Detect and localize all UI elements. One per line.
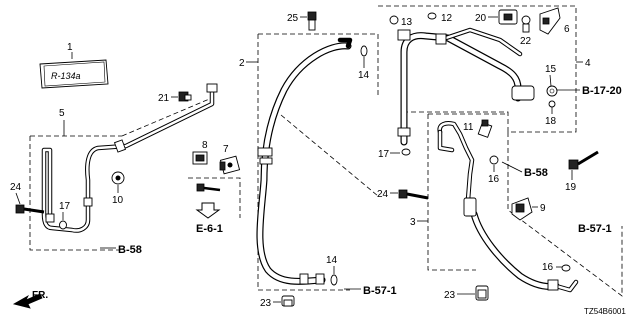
callout-23-right: 23 bbox=[444, 290, 456, 301]
bolt-24-right bbox=[398, 189, 429, 200]
bolt-e61 bbox=[196, 183, 221, 192]
label-sticker: R-134a bbox=[39, 52, 109, 89]
callout-9: 9 bbox=[540, 203, 546, 214]
callout-17-right: 17 bbox=[378, 149, 390, 160]
oring-17-right bbox=[401, 148, 411, 156]
front-direction-arrow bbox=[12, 293, 43, 309]
group-box-5 bbox=[29, 96, 215, 251]
oring-16-top bbox=[489, 155, 499, 165]
callout-24-left: 24 bbox=[10, 182, 22, 193]
callout-19: 19 bbox=[565, 182, 577, 193]
callout-18: 18 bbox=[545, 116, 557, 127]
callout-25: 25 bbox=[287, 13, 299, 24]
callout-24-right: 24 bbox=[377, 189, 389, 200]
callout-10: 10 bbox=[112, 195, 124, 206]
callout-14-bottom: 14 bbox=[326, 255, 338, 266]
group-box-7 bbox=[188, 177, 241, 218]
callout-8: 8 bbox=[202, 140, 208, 151]
ref-b1720: B-17-20 bbox=[582, 85, 622, 97]
callout-11: 11 bbox=[463, 122, 474, 133]
callout-14-top: 14 bbox=[358, 70, 370, 81]
callout-6: 6 bbox=[564, 24, 570, 35]
oring-15 bbox=[546, 85, 558, 97]
callout-23-center: 23 bbox=[260, 298, 272, 309]
callout-4: 4 bbox=[585, 58, 591, 69]
ref-b571-right: B-57-1 bbox=[578, 223, 612, 235]
clamp-6 bbox=[539, 7, 561, 35]
ref-b571-center: B-57-1 bbox=[363, 285, 397, 297]
grommet-23-center bbox=[281, 295, 295, 307]
callout-12: 12 bbox=[441, 13, 453, 24]
group-box-3 bbox=[427, 113, 623, 297]
bolt-25 bbox=[307, 11, 317, 31]
oring-14-bottom bbox=[330, 274, 338, 286]
ref-b58-left: B-58 bbox=[118, 244, 142, 256]
oring-17-left bbox=[59, 220, 67, 230]
callout-16-top: 16 bbox=[488, 174, 500, 185]
oring-14-top bbox=[360, 45, 368, 57]
ref-b58-right: B-58 bbox=[524, 167, 548, 179]
clip-8 bbox=[192, 151, 208, 165]
label-sticker-text: R-134a bbox=[51, 71, 81, 81]
callout-15: 15 bbox=[545, 64, 557, 75]
callout-22: 22 bbox=[520, 36, 532, 47]
pipe-4 bbox=[397, 27, 535, 146]
clamp-9 bbox=[511, 197, 533, 221]
clip-7 bbox=[219, 155, 241, 175]
clamp-10 bbox=[111, 171, 125, 185]
oring-12 bbox=[427, 12, 437, 20]
oring-18 bbox=[548, 100, 556, 108]
bracket-20 bbox=[498, 9, 518, 25]
grommet-23-right bbox=[475, 285, 489, 301]
clip-21 bbox=[178, 91, 192, 102]
bolt-22 bbox=[521, 15, 531, 33]
callout-7: 7 bbox=[223, 144, 229, 155]
nut-13 bbox=[389, 15, 399, 25]
oring-16-bottom bbox=[561, 264, 571, 272]
hose-2 bbox=[256, 37, 353, 285]
callout-13: 13 bbox=[401, 17, 413, 28]
bolt-24-left bbox=[15, 204, 45, 214]
callout-5: 5 bbox=[59, 108, 65, 119]
group-box-2 bbox=[257, 33, 379, 291]
callout-16-bottom: 16 bbox=[542, 262, 554, 273]
group-box-4 bbox=[378, 5, 577, 133]
callout-17-left: 17 bbox=[59, 201, 71, 212]
ref-e61: E-6-1 bbox=[196, 223, 223, 235]
callout-21: 21 bbox=[158, 93, 170, 104]
front-direction-label: FR. bbox=[32, 290, 48, 301]
callout-3: 3 bbox=[410, 217, 416, 228]
callout-1: 1 bbox=[67, 42, 73, 53]
arrow-down-icon bbox=[195, 202, 221, 219]
callout-2: 2 bbox=[239, 58, 245, 69]
pipe-3 bbox=[437, 121, 579, 293]
pipe-5 bbox=[41, 83, 218, 233]
bolt-19 bbox=[568, 150, 599, 170]
valve-11 bbox=[477, 119, 493, 138]
callout-20: 20 bbox=[475, 13, 487, 24]
diagram-code: TZ54B6001 bbox=[584, 307, 626, 316]
